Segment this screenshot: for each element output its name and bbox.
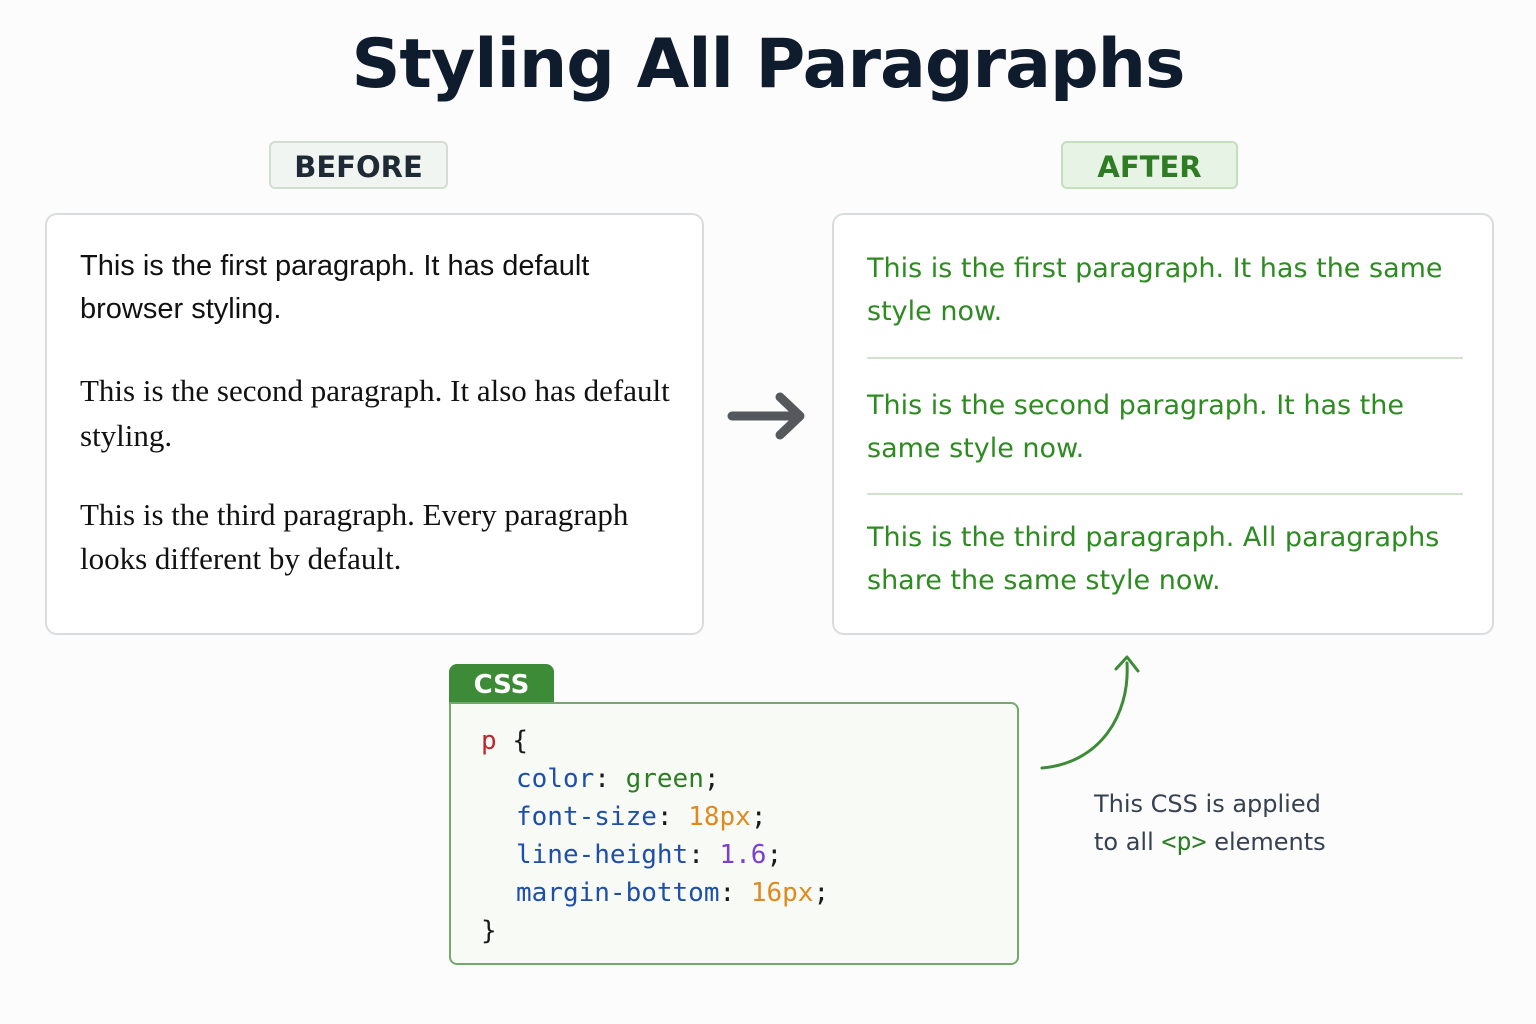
code-line-rule: line-height: 1.6; (481, 836, 782, 874)
code-value: 1.6 (719, 840, 767, 870)
code-value: 18px (688, 802, 751, 832)
code-property: margin-bottom (516, 878, 720, 908)
css-code-block: p { color: green; font-size: 18px; line-… (449, 702, 1019, 965)
right-arrow-icon (727, 392, 805, 440)
before-panel: This is the first paragraph. It has defa… (45, 213, 704, 635)
before-paragraph-2: This is the second paragraph. It also ha… (80, 373, 670, 453)
paragraph-divider (867, 357, 1463, 359)
code-semicolon: ; (703, 764, 720, 794)
css-applied-note: This CSS is applied to all <p> elements (1094, 785, 1424, 861)
after-paragraph-3: This is the third paragraph. All paragra… (867, 522, 1440, 596)
code-close-brace: } (481, 916, 497, 946)
curved-arrow-icon (1040, 655, 1140, 770)
code-colon: : (688, 840, 704, 870)
code-property: color (516, 764, 595, 794)
after-paragraph-2: This is the second paragraph. It has the… (867, 390, 1404, 464)
code-value: green (625, 764, 704, 794)
code-line-rule: color: green; (481, 760, 720, 798)
paragraph-divider (867, 493, 1463, 495)
page-title: Styling All Paragraphs (351, 25, 1185, 104)
code-semicolon: ; (750, 802, 767, 832)
code-property: line-height (516, 840, 689, 870)
note-prefix: to all (1094, 828, 1162, 856)
before-badge: BEFORE (269, 141, 448, 189)
before-paragraph-3: This is the third paragraph. Every parag… (80, 497, 629, 576)
note-line-2: to all <p> elements (1094, 823, 1424, 861)
code-semicolon: ; (766, 840, 783, 870)
code-semicolon: ; (813, 878, 830, 908)
code-value: 16px (750, 878, 814, 908)
note-suffix: elements (1206, 828, 1326, 856)
code-colon: : (656, 802, 673, 832)
code-colon: : (719, 878, 736, 908)
after-panel: This is the first paragraph. It has the … (832, 213, 1494, 635)
note-line-1: This CSS is applied (1094, 790, 1321, 818)
code-line-rule: font-size: 18px; (481, 798, 766, 836)
css-tab-label: CSS (449, 664, 554, 708)
after-paragraph-1: This is the first paragraph. It has the … (867, 253, 1443, 327)
note-p-tag: <p> (1161, 827, 1207, 856)
code-property: font-size (516, 802, 657, 832)
code-colon: : (594, 764, 610, 794)
code-open-brace: { (512, 726, 528, 756)
after-badge: AFTER (1061, 141, 1238, 189)
code-line-close: } (481, 912, 497, 950)
code-line-selector: p { (481, 722, 528, 760)
code-line-rule: margin-bottom: 16px; (481, 874, 829, 912)
before-paragraph-1: This is the first paragraph. It has defa… (80, 250, 590, 325)
code-selector: p (481, 726, 497, 756)
